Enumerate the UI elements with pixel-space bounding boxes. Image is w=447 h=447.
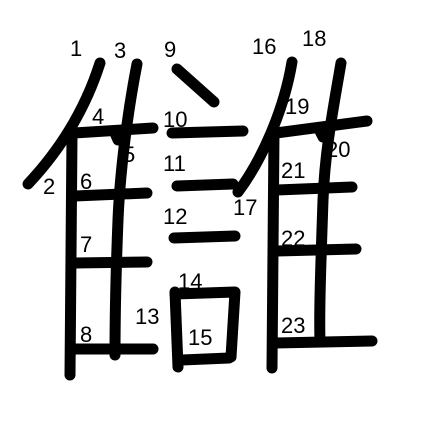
stroke-number-12: 12 (163, 204, 187, 229)
stroke-23 (269, 335, 378, 349)
stroke-2 (64, 129, 78, 381)
stroke-number-10: 10 (163, 107, 187, 132)
stroke-22 (271, 243, 362, 257)
stroke-number-23: 23 (281, 313, 305, 338)
stroke-number-9: 9 (164, 37, 176, 62)
stroke-number-labels: 1 2 3 4 5 6 7 8 9 10 11 12 13 14 15 16 1… (43, 26, 350, 350)
stroke-number-5: 5 (123, 142, 135, 167)
stroke-12 (168, 230, 241, 244)
stroke-number-19: 19 (285, 94, 309, 119)
stroke-number-15: 15 (188, 325, 212, 350)
stroke-9 (171, 63, 220, 108)
stroke-20 (314, 125, 329, 143)
stroke-number-22: 22 (281, 226, 305, 251)
stroke-number-6: 6 (80, 169, 92, 194)
stroke-number-8: 8 (80, 322, 92, 347)
stroke-21 (271, 181, 358, 196)
stroke-number-14: 14 (178, 269, 202, 294)
strokes (22, 56, 378, 381)
stroke-13 (169, 286, 184, 373)
stroke-number-11: 11 (163, 151, 186, 176)
stroke-number-21: 21 (281, 158, 305, 183)
stroke-1 (22, 57, 106, 190)
stroke-15 (176, 352, 235, 366)
stroke-number-16: 16 (252, 34, 276, 59)
stroke-18 (314, 57, 347, 348)
stroke-5 (109, 127, 124, 146)
stroke-number-13: 13 (135, 304, 159, 329)
stroke-number-3: 3 (114, 38, 126, 63)
stroke-number-4: 4 (92, 104, 104, 129)
stroke-number-2: 2 (43, 174, 55, 199)
stroke-6 (69, 187, 153, 202)
stroke-7 (69, 256, 153, 269)
stroke-11 (171, 178, 239, 192)
stroke-number-17: 17 (233, 195, 257, 220)
stroke-number-7: 7 (80, 232, 92, 257)
stroke-number-18: 18 (302, 26, 326, 51)
stroke-number-20: 20 (326, 137, 350, 162)
stroke-3 (109, 58, 143, 361)
stroke-number-1: 1 (70, 36, 82, 61)
stroke-10 (166, 125, 249, 139)
stroke-14 (169, 286, 241, 363)
